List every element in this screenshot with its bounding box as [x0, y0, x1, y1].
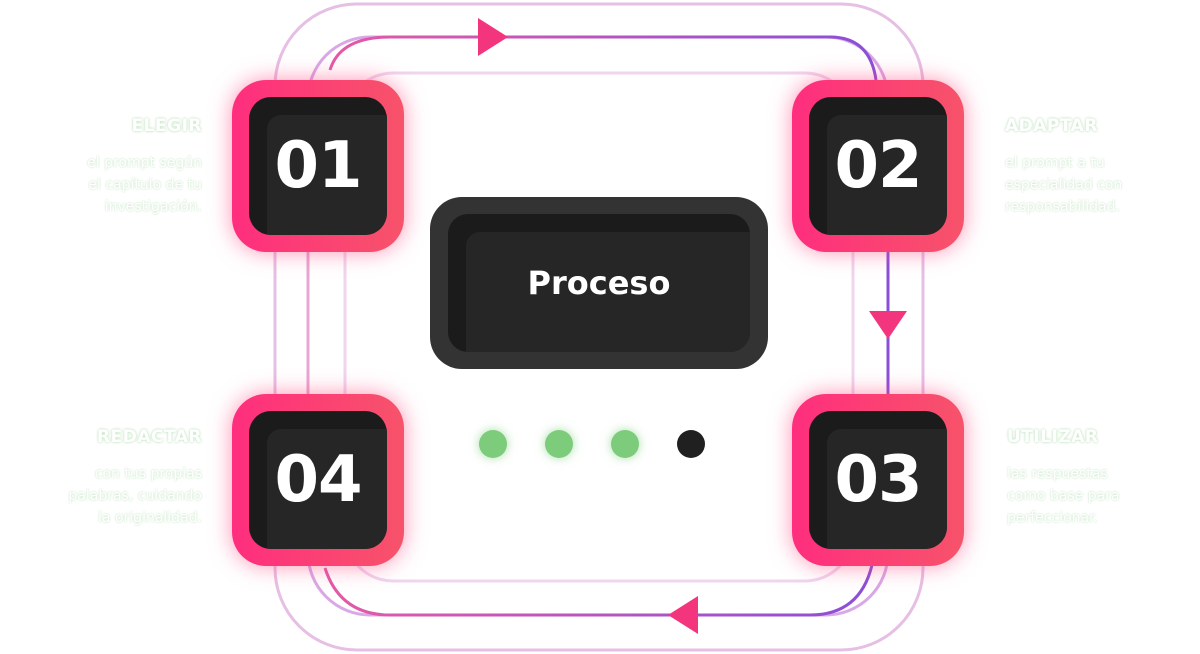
center-process-box: Proceso [430, 197, 768, 369]
step-title: ADAPTAR [1005, 116, 1098, 136]
step-number: 02 [834, 129, 922, 203]
progress-dot-active [479, 430, 507, 458]
arrow-right-icon [478, 18, 508, 56]
step-box-01: 01 [232, 80, 404, 252]
step-description: con tus propias palabras, cuidando la or… [68, 466, 202, 526]
arrow-left-icon [668, 596, 698, 634]
step-description: el prompt según el capítulo de tu invest… [87, 155, 202, 215]
step-number: 01 [274, 129, 362, 203]
arrow-down-icon [869, 311, 907, 339]
progress-dot-active [545, 430, 573, 458]
step-title: UTILIZAR [1007, 427, 1099, 447]
bottom-flow-segment [323, 564, 874, 617]
step-title: REDACTAR [97, 427, 202, 447]
step-box-02: 02 [792, 80, 964, 252]
step-description: las respuestas como base para perfeccion… [1007, 466, 1120, 526]
outer-ring [273, 2, 925, 652]
step-number: 03 [834, 443, 922, 517]
step-box-04: 04 [232, 394, 404, 566]
center-label: Proceso [527, 264, 671, 302]
step-number: 04 [274, 443, 362, 517]
step-text-04: REDACTAR con tus propias palabras, cuida… [2, 427, 202, 529]
step-text-02: ADAPTAR el prompt a tu especialidad con … [1005, 116, 1200, 218]
step-text-03: UTILIZAR las respuestas como base para p… [1007, 427, 1200, 529]
step-box-03: 03 [792, 394, 964, 566]
progress-dot-active [611, 430, 639, 458]
step-description: el prompt a tu especialidad con responsa… [1005, 155, 1123, 215]
top-flow-segment [328, 35, 878, 81]
progress-dot-inactive [677, 430, 705, 458]
step-title: ELEGIR [131, 116, 202, 136]
inner-ring [343, 71, 855, 583]
step-text-01: ELEGIR el prompt según el capítulo de tu… [2, 116, 202, 218]
